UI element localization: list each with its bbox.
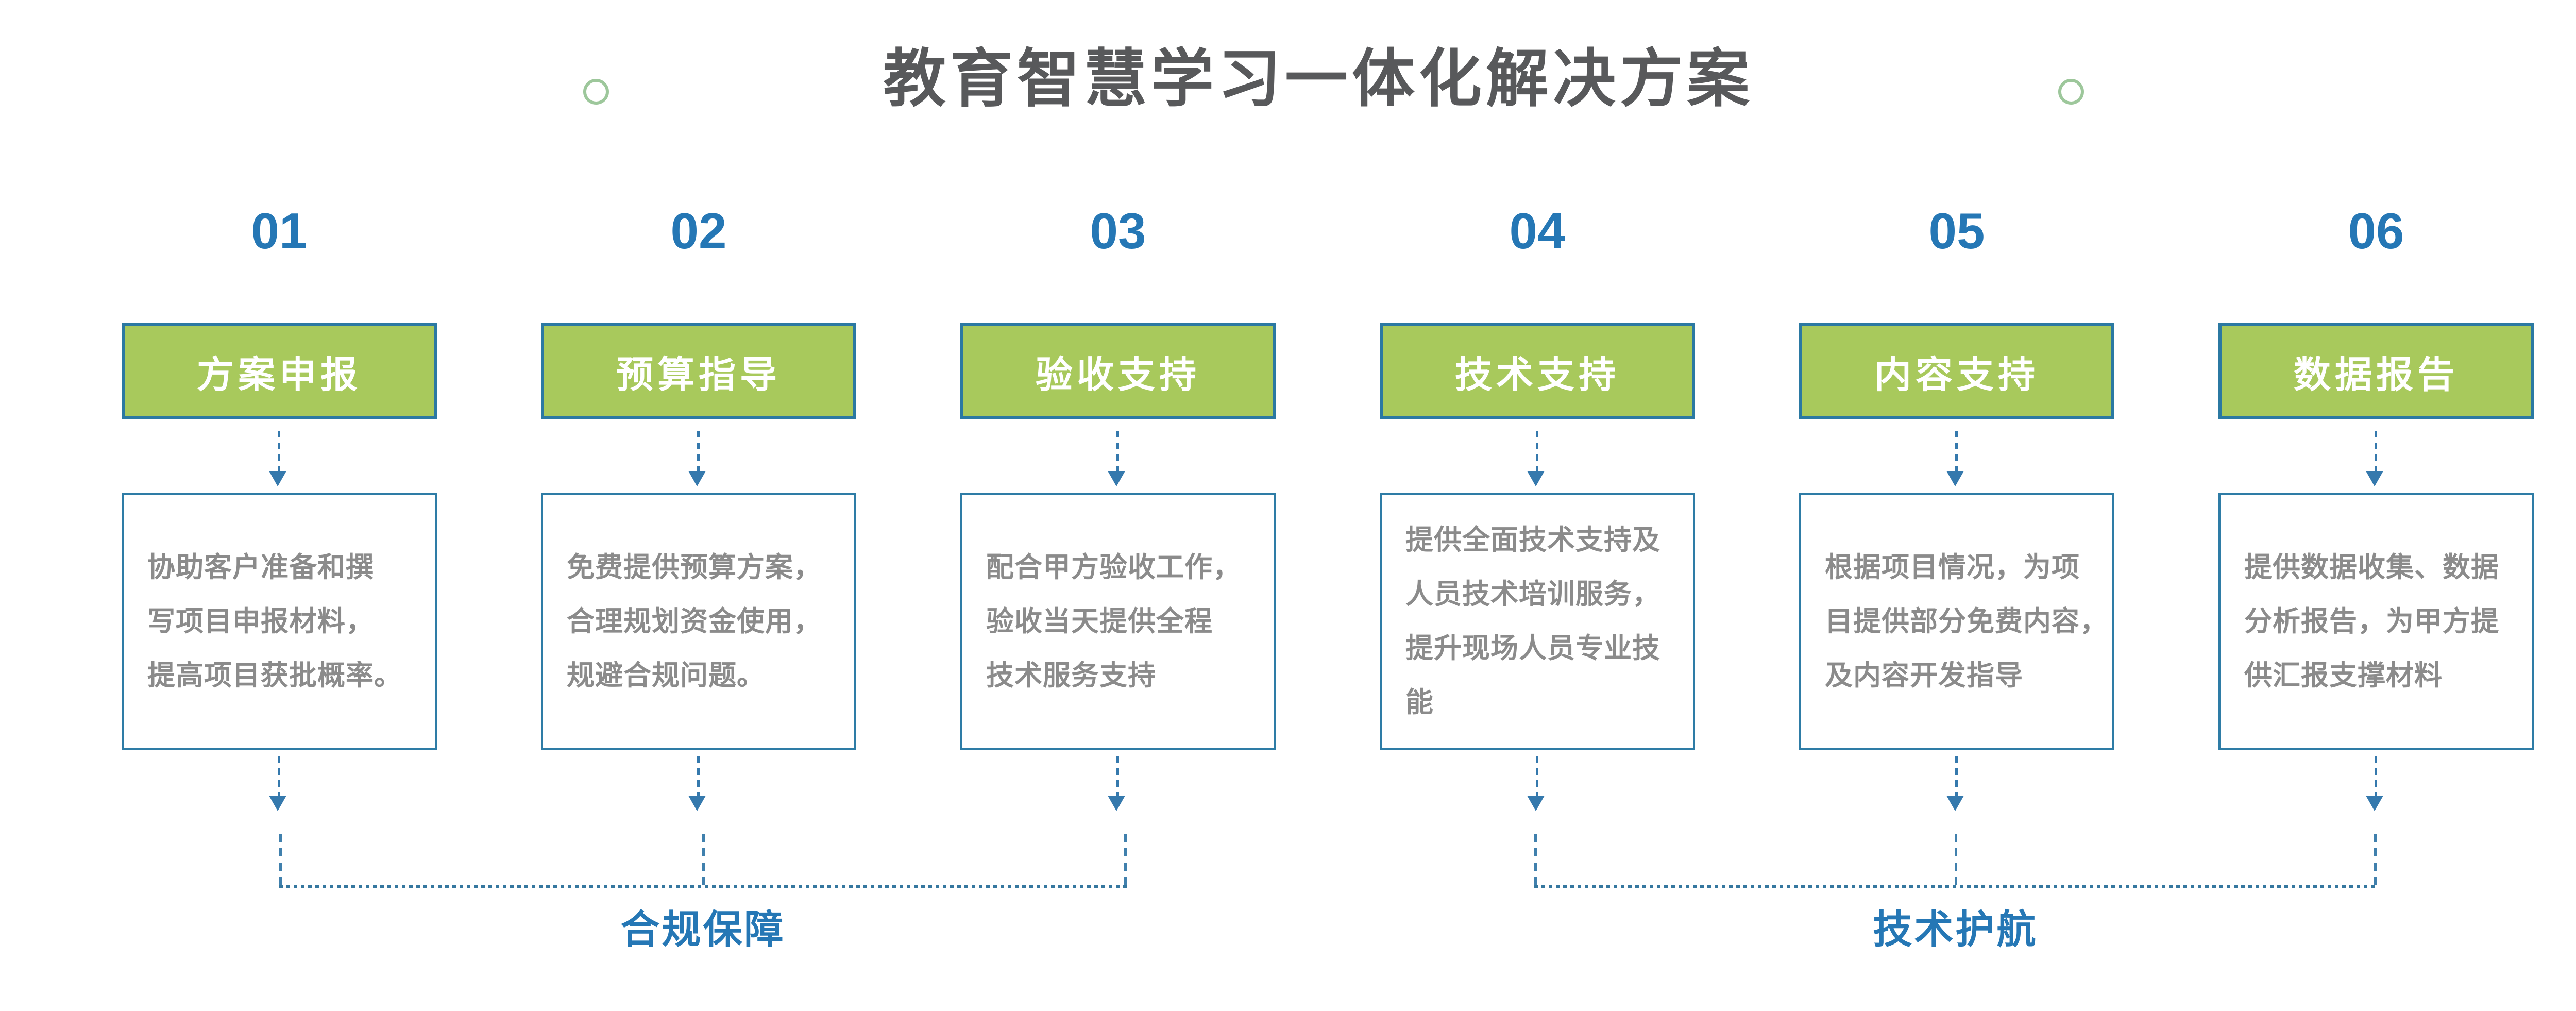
arrow-down-icon: [278, 431, 280, 471]
arrow-down-icon: [278, 756, 280, 796]
description-text: 提供全面技术支持及 人员技术培训服务， 提升现场人员专业技 能: [1405, 525, 1660, 718]
arrow-head-icon: [1108, 796, 1125, 811]
step-header: 预算指导: [541, 323, 856, 419]
group-label-technology: 技术护航: [1873, 908, 2038, 952]
bracket-line: [1534, 885, 2377, 888]
arrow-down-icon: [1955, 431, 1958, 471]
step-header-label: 验收支持: [1035, 354, 1200, 396]
bracket-line: [2374, 834, 2377, 885]
arrow-down-icon: [1536, 431, 1538, 471]
bracket-line: [702, 834, 705, 885]
step-column-3: 03 验收支持 配合甲方验收工作， 验收当天提供全程 技术服务支持: [960, 0, 1276, 1011]
arrow-down-icon: [1116, 431, 1119, 471]
arrow-down-icon: [697, 431, 700, 471]
step-column-5: 05 内容支持 根据项目情况，为项 目提供部分免费内容， 及内容开发指导: [1799, 0, 2114, 1011]
arrow-head-icon: [688, 471, 706, 486]
step-number: 03: [1090, 203, 1146, 259]
step-number: 01: [251, 203, 308, 259]
description-box: 协助客户准备和撰 写项目申报材料， 提高项目获批概率。: [122, 493, 437, 750]
arrow-head-icon: [1527, 471, 1545, 486]
step-header-label: 预算指导: [616, 354, 781, 396]
description-box: 配合甲方验收工作， 验收当天提供全程 技术服务支持: [960, 493, 1276, 750]
step-column-6: 06 数据报告 提供数据收集、数据 分析报告，为甲方提 供汇报支撑材料: [2218, 0, 2534, 1011]
page-title: 教育智慧学习一体化解决方案: [883, 44, 1754, 114]
step-header-label: 技术支持: [1454, 354, 1620, 396]
step-header-label: 内容支持: [1874, 354, 2039, 396]
arrow-head-icon: [1946, 796, 1964, 811]
step-header: 方案申报: [122, 323, 437, 419]
step-header: 验收支持: [960, 323, 1276, 419]
arrow-down-icon: [1955, 756, 1958, 796]
group-label-compliance: 合规保障: [620, 908, 786, 952]
description-box: 提供数据收集、数据 分析报告，为甲方提 供汇报支撑材料: [2218, 493, 2534, 750]
arrow-down-icon: [2375, 756, 2377, 796]
arrow-head-icon: [2366, 471, 2383, 486]
description-text: 提供数据收集、数据 分析报告，为甲方提 供汇报支撑材料: [2244, 551, 2499, 691]
arrow-head-icon: [688, 796, 706, 811]
description-text: 免费提供预算方案， 合理规划资金使用， 规避合规问题。: [567, 551, 822, 691]
step-column-2: 02 预算指导 免费提供预算方案， 合理规划资金使用， 规避合规问题。: [541, 0, 856, 1011]
step-header: 数据报告: [2218, 323, 2534, 419]
step-header-label: 方案申报: [196, 354, 362, 396]
step-header: 内容支持: [1799, 323, 2114, 419]
description-text: 配合甲方验收工作， 验收当天提供全程 技术服务支持: [986, 551, 1241, 691]
step-header-label: 数据报告: [2293, 354, 2459, 396]
description-box: 提供全面技术支持及 人员技术培训服务， 提升现场人员专业技 能: [1380, 493, 1695, 750]
bracket-line: [279, 885, 1127, 888]
arrow-head-icon: [269, 796, 286, 811]
group-bracket-technology: [1534, 834, 2377, 888]
ring-icon: [583, 79, 609, 105]
description-box: 根据项目情况，为项 目提供部分免费内容， 及内容开发指导: [1799, 493, 2114, 750]
description-text: 根据项目情况，为项 目提供部分免费内容， 及内容开发指导: [1825, 551, 2108, 691]
bracket-line: [1954, 834, 1957, 885]
arrow-down-icon: [1536, 756, 1538, 796]
arrow-head-icon: [1108, 471, 1125, 486]
arrow-head-icon: [269, 471, 286, 486]
arrow-down-icon: [697, 756, 700, 796]
arrow-down-icon: [2375, 431, 2377, 471]
ring-icon: [2058, 79, 2084, 105]
step-number: 05: [1928, 203, 1985, 259]
step-number: 02: [670, 203, 727, 259]
bracket-line: [279, 834, 282, 885]
step-header: 技术支持: [1380, 323, 1695, 419]
arrow-down-icon: [1116, 756, 1119, 796]
step-number: 06: [2348, 203, 2404, 259]
arrow-head-icon: [2366, 796, 2383, 811]
step-number: 04: [1509, 203, 1566, 259]
bracket-line: [1124, 834, 1127, 885]
description-text: 协助客户准备和撰 写项目申报材料， 提高项目获批概率。: [147, 551, 402, 691]
arrow-head-icon: [1946, 471, 1964, 486]
description-box: 免费提供预算方案， 合理规划资金使用， 规避合规问题。: [541, 493, 856, 750]
bracket-line: [1534, 834, 1537, 885]
group-bracket-compliance: [279, 834, 1127, 888]
arrow-head-icon: [1527, 796, 1545, 811]
step-column-1: 01 方案申报 协助客户准备和撰 写项目申报材料， 提高项目获批概率。: [122, 0, 437, 1011]
step-column-4: 04 技术支持 提供全面技术支持及 人员技术培训服务， 提升现场人员专业技 能: [1380, 0, 1695, 1011]
